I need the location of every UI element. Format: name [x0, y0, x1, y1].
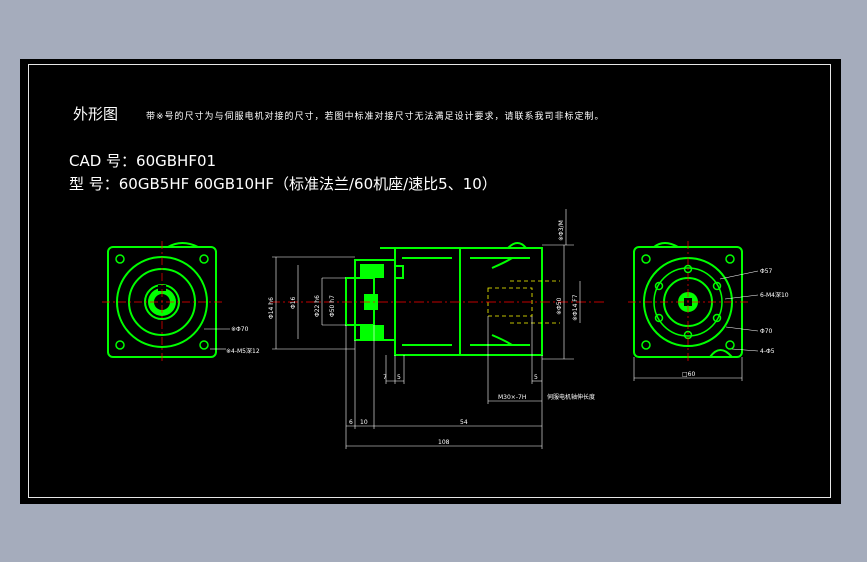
dim-dia-b6: ※Φ14 F7 [572, 294, 579, 321]
right-bottom-boss [709, 349, 733, 358]
cad-number: CAD 号：60GBHF01 [69, 152, 217, 170]
dim-len-6: 6 [349, 419, 353, 426]
right-hole-1 [683, 264, 693, 274]
right-top-boss [653, 242, 679, 248]
left-keyway [158, 285, 166, 291]
dim-dia-b5: ※Φ50 [556, 297, 563, 315]
dim-len-5b: 5 [534, 374, 538, 381]
dim-shaft-note: M30×-7H [498, 394, 526, 401]
left-hole-tl [115, 254, 125, 264]
right-hole-5 [654, 313, 664, 323]
left-center-lines [102, 241, 222, 363]
drawing-border [28, 64, 831, 498]
dim-len-10: 10 [360, 419, 368, 426]
left-hole-bl [115, 340, 125, 350]
right-leader-1 [719, 270, 759, 280]
cad-drawing: ※Φ70 ※4-M5深12 [102, 209, 789, 449]
dim-side-60: □60 [682, 371, 695, 378]
output-flange [354, 259, 396, 341]
gearbox-body [394, 247, 543, 356]
right-dimension-lines [633, 270, 759, 381]
dim-motor-note: 伺服电机轴伸长度 [547, 393, 595, 401]
right-corner-hole-br [725, 340, 735, 350]
center-view [345, 242, 543, 356]
flange-hatch [360, 264, 384, 339]
right-hole-3 [712, 313, 722, 323]
dim-len-7: 7 [383, 374, 387, 381]
shaft-hatch [364, 294, 378, 310]
right-leader-3 [725, 326, 759, 332]
dim-holes-right2: 4-Φ5 [760, 348, 775, 355]
dim-holes-left: ※4-M5深12 [226, 347, 260, 355]
body-inner-lines [402, 257, 530, 346]
right-hole-2 [712, 281, 722, 291]
dim-dia70-left: ※Φ70 [231, 326, 249, 333]
dim-dia-b4: Φ50 h7 [329, 295, 336, 317]
center-top-boss [507, 242, 527, 249]
dim-vert-right: ※Φ3/M [558, 220, 565, 241]
dim-dia57: Φ57 [760, 268, 773, 275]
drawing-title: 外形图 [73, 105, 119, 123]
drawing-sheet: 外形图 带※号的尺寸为与伺服电机对接的尺寸，若图中标准对接尺寸无法满足设计要求，… [20, 59, 841, 504]
left-hole-br [199, 340, 209, 350]
right-leader-2 [724, 294, 759, 300]
model-number: 型 号：60GB5HF 60GB10HF（标准法兰/60机座/速比5、10） [69, 175, 497, 193]
vent-plug [394, 265, 404, 279]
right-corner-hole-tr [725, 254, 735, 264]
left-top-boss [167, 242, 199, 248]
dim-len-5: 5 [397, 374, 401, 381]
dim-dia70-right: Φ70 [760, 328, 773, 335]
right-corner-hole-tl [641, 254, 651, 264]
left-hole-tr [199, 254, 209, 264]
dim-holes-right1: 6-M4深10 [760, 291, 789, 299]
right-corner-hole-bl [641, 340, 651, 350]
dim-dia-b2: Φ16 [290, 296, 297, 309]
dim-dia-b1: Φ14 h6 [268, 297, 275, 319]
right-center-lines [628, 241, 748, 363]
dim-len-54: 54 [460, 419, 468, 426]
body-curves [491, 257, 513, 346]
dim-len-total: 108 [438, 439, 450, 446]
right-hole-6 [654, 281, 664, 291]
center-dimension-lines [272, 209, 581, 449]
drawing-note: 带※号的尺寸为与伺服电机对接的尺寸，若图中标准对接尺寸无法满足设计要求，请联系我… [146, 112, 605, 122]
right-leader-4 [731, 348, 759, 352]
dim-dia-b3: Φ22 h6 [314, 295, 321, 317]
